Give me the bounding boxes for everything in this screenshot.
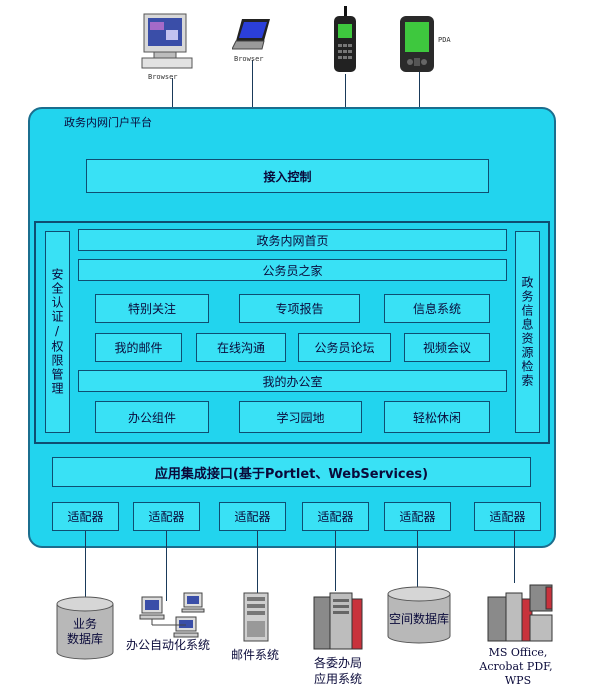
forum-box: 公务员论坛 bbox=[298, 333, 391, 362]
spatial-db-label: 空间数据库 bbox=[388, 612, 449, 626]
connector-line bbox=[335, 531, 336, 591]
connector-line bbox=[257, 531, 258, 593]
committees-label-1: 各委办局 bbox=[313, 656, 362, 670]
ms-office-label-3: WPS bbox=[504, 674, 532, 687]
office-components-box: 办公组件 bbox=[95, 401, 209, 433]
browser-label-1: Browser bbox=[148, 73, 178, 81]
platform-title: 政务内网门户平台 bbox=[64, 116, 152, 129]
info-system-box: 信息系统 bbox=[384, 294, 490, 323]
ms-office-servers-icon bbox=[486, 583, 556, 643]
portal-home-box: 政务内网首页 bbox=[78, 229, 507, 251]
mobile-phone-icon bbox=[330, 6, 360, 74]
business-db-label-2: 数据库 bbox=[66, 632, 103, 646]
pda-icon bbox=[398, 14, 436, 74]
pda-label: PDA bbox=[438, 36, 451, 44]
adapter-box: 适配器 bbox=[384, 502, 451, 531]
civil-servant-home-box: 公务员之家 bbox=[78, 259, 507, 281]
committee-servers-icon bbox=[312, 591, 364, 651]
browser-label-2: Browser bbox=[234, 55, 264, 63]
leisure-box: 轻松休闲 bbox=[384, 401, 490, 433]
adapter-box: 适配器 bbox=[474, 502, 541, 531]
special-focus-box: 特别关注 bbox=[95, 294, 209, 323]
access-control-box: 接入控制 bbox=[86, 159, 489, 193]
ms-office-label-2: Acrobat PDF, bbox=[479, 660, 553, 673]
my-mail-box: 我的邮件 bbox=[95, 333, 182, 362]
video-conference-box: 视频会议 bbox=[404, 333, 490, 362]
mail-server-icon bbox=[242, 591, 270, 643]
committees-label-2: 应用系统 bbox=[313, 672, 362, 686]
adapter-box: 适配器 bbox=[219, 502, 286, 531]
online-chat-box: 在线沟通 bbox=[196, 333, 286, 362]
office-automation-label: 办公自动化系统 bbox=[125, 638, 210, 652]
connector-line bbox=[85, 531, 86, 599]
learning-garden-box: 学习园地 bbox=[239, 401, 362, 433]
security-auth-sidebar: 安全认证/权限管理 bbox=[45, 231, 70, 433]
spatial-database-icon bbox=[385, 586, 453, 646]
ms-office-label-1: MS Office, bbox=[488, 646, 548, 659]
business-db-label-1: 业务 bbox=[72, 617, 97, 631]
desktop-computer-icon bbox=[140, 12, 196, 74]
connector-line bbox=[166, 531, 167, 601]
adapter-box: 适配器 bbox=[133, 502, 200, 531]
office-automation-icon bbox=[138, 591, 206, 639]
connector-line bbox=[514, 531, 515, 583]
mail-system-label: 邮件系统 bbox=[230, 648, 279, 662]
adapter-box: 适配器 bbox=[52, 502, 119, 531]
connector-line bbox=[417, 531, 418, 589]
laptop-icon bbox=[231, 17, 272, 53]
adapter-box: 适配器 bbox=[302, 502, 369, 531]
integration-interface-box: 应用集成接口(基于Portlet、WebServices) bbox=[52, 457, 531, 487]
business-database-icon bbox=[53, 596, 117, 660]
resource-search-sidebar: 政务信息资源检索 bbox=[515, 231, 540, 433]
special-report-box: 专项报告 bbox=[239, 294, 360, 323]
my-office-box: 我的办公室 bbox=[78, 370, 507, 392]
